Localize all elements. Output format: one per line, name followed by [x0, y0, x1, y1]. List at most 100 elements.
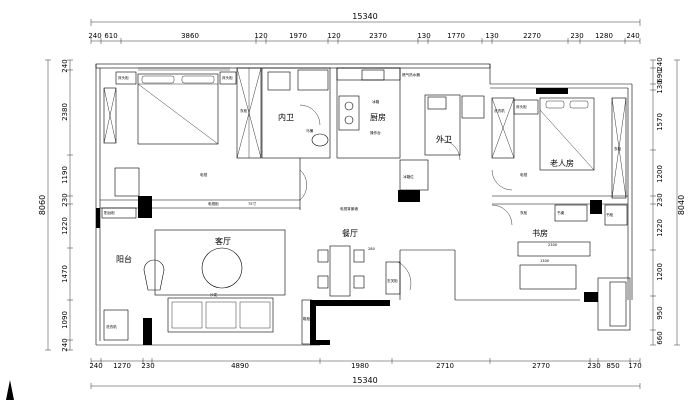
left-dim-3: 1190	[61, 166, 69, 184]
right-dim-7: 1220	[656, 219, 664, 237]
dimensions-right: 8040 240 690 130 1570 1200 230 1220 1200…	[650, 57, 686, 346]
left-dim-7: 1090	[61, 311, 69, 329]
right-dim-4: 1570	[656, 113, 664, 131]
right-dim-1: 240	[656, 57, 664, 70]
note: 衣柜	[240, 108, 248, 113]
right-dim-2: 690	[656, 69, 664, 82]
note: 洗衣机	[106, 324, 117, 329]
note: 马桶	[306, 128, 314, 133]
bottom-dim-2: 1270	[113, 362, 131, 370]
daybed	[519, 264, 577, 290]
note: 沙发	[210, 292, 218, 297]
note: 衣柜	[614, 146, 622, 151]
note: 书柜	[606, 212, 614, 217]
note: 床头柜	[222, 75, 233, 80]
north-arrow-icon	[6, 380, 14, 400]
note: 75寸	[248, 201, 257, 206]
top-dim-1: 240	[88, 32, 101, 40]
outer-bathroom: 外卫	[424, 94, 485, 161]
bottom-total-dim: 15340	[352, 376, 377, 385]
note: 2300	[548, 243, 558, 247]
note: 操作台	[370, 130, 381, 135]
note: 电视柜	[208, 201, 219, 206]
master-bedroom: 床头柜 床头柜	[103, 71, 237, 145]
top-dim-4: 120	[254, 32, 267, 40]
dining-table	[329, 245, 351, 297]
top-dim-12: 230	[570, 32, 583, 40]
living-room: 沙发 客厅	[154, 229, 286, 333]
note: 电视	[520, 172, 528, 177]
gas-stove	[338, 95, 360, 131]
note: 鞋柜	[303, 316, 311, 321]
lounge-chair	[143, 259, 165, 291]
room-label-kitchen: 厨房	[370, 112, 386, 122]
interior-partitions: 电视柜 75寸	[100, 158, 628, 226]
top-total-dim: 15340	[352, 12, 377, 21]
window-top-left	[138, 67, 230, 71]
room-label-balcony: 阳台	[116, 254, 132, 264]
right-dim-9: 950	[656, 306, 664, 319]
note: 冰箱位	[403, 174, 414, 179]
inner-bathroom: 马桶 内卫	[261, 67, 331, 159]
right-dim-5: 1200	[656, 165, 664, 183]
left-dim-5: 1220	[61, 217, 69, 235]
top-dim-3: 3860	[181, 32, 199, 40]
bed	[539, 97, 595, 171]
closet-block: 衣柜	[236, 67, 262, 159]
top-dim-9: 1770	[447, 32, 465, 40]
note: 洗衣机	[494, 108, 505, 113]
note: 电视背景墙	[340, 206, 358, 211]
bottom-dim-5: 1980	[351, 362, 369, 370]
left-total-dim: 8060	[38, 195, 47, 215]
note: 床头柜	[516, 104, 527, 109]
note: 衣柜	[520, 210, 528, 215]
sofa	[167, 297, 274, 333]
note: 玄关柜	[387, 278, 398, 283]
study: 2300 1300 书柜 书桌 书房	[454, 200, 631, 331]
bottom-dim-6: 2710	[436, 362, 454, 370]
bottom-dim-4: 4890	[231, 362, 249, 370]
top-dim-2: 610	[104, 32, 117, 40]
room-label-outer-bath: 外卫	[436, 134, 452, 144]
elder-bedroom: 床头柜 衣柜 老人房	[513, 88, 627, 199]
left-dim-4: 230	[61, 193, 69, 206]
dimensions-top: 15340 240 610 3860 120 1970 120 2370 130…	[88, 12, 641, 44]
dimensions-bottom: 240 1270 230 4890 1980 2710 2770 230 850…	[89, 358, 642, 389]
kitchen: 冰箱 操作台 燃气热水器 厨房	[336, 67, 420, 159]
top-dim-5: 1970	[289, 32, 307, 40]
top-dim-13: 1280	[595, 32, 613, 40]
note: 书桌	[557, 210, 565, 215]
left-dim-6: 1470	[61, 265, 69, 283]
bottom-dim-1: 240	[89, 362, 102, 370]
note: 280	[368, 247, 376, 251]
note: 冰箱	[372, 99, 380, 104]
room-label-living: 客厅	[215, 236, 231, 246]
top-dim-7: 2370	[369, 32, 387, 40]
dimensions-left: 8060 240 2380 1190 230 1220 1470 1090 24…	[38, 59, 73, 352]
top-dim-6: 120	[327, 32, 340, 40]
balcony: 阳台柜 洗衣机 阳台	[96, 207, 165, 345]
toilet	[311, 133, 329, 147]
note: 1300	[540, 259, 550, 263]
left-dim-2: 2380	[61, 103, 69, 121]
double-bed	[137, 73, 219, 145]
round-rug	[201, 247, 243, 289]
top-dim-11: 2270	[523, 32, 541, 40]
room-label-inner-bath: 内卫	[278, 112, 294, 122]
right-dim-10: 660	[656, 331, 664, 344]
top-dim-8: 130	[417, 32, 430, 40]
laundry-column: 洗衣机	[491, 97, 515, 159]
right-dim-6: 230	[656, 193, 664, 206]
room-label-dining: 餐厅	[342, 229, 358, 238]
note: 床头柜	[118, 75, 129, 80]
note: 电视	[200, 172, 208, 177]
wardrobe	[103, 87, 117, 144]
bottom-dim-8: 230	[587, 362, 600, 370]
room-label-elder: 老人房	[550, 158, 574, 168]
nightstand	[219, 71, 237, 85]
room-label-study: 书房	[532, 228, 548, 238]
bottom-dim-9: 850	[606, 362, 619, 370]
dining-area: 280 餐厅 鞋柜 玄关柜 冰箱位	[301, 159, 455, 345]
note: 阳台柜	[104, 210, 115, 215]
